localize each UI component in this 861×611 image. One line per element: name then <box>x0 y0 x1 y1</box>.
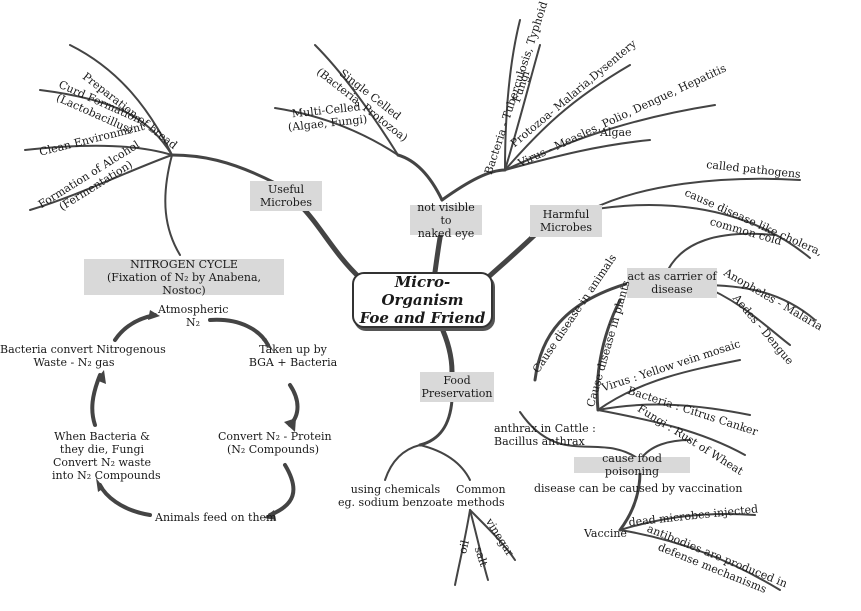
food-label-2: Preservation <box>421 387 493 400</box>
atm-line2: N₂ <box>185 316 201 329</box>
protein-line2: (N₂ Compounds) <box>226 443 320 456</box>
useful-label-2: Microbes <box>259 196 313 209</box>
food-poisoning-box: cause food poisoning <box>574 452 690 478</box>
nitrogenous-waste-node: Bacteria convert Nitrogenous Waste - N₂ … <box>0 343 166 369</box>
bacteria-die-node: When Bacteria & they die, Fungi Convert … <box>52 430 161 482</box>
convert-protein-node: Convert N₂ - Protein (N₂ Compounds) <box>218 430 332 456</box>
useful-label-1: Useful <box>267 183 305 196</box>
atmospheric-n2: Atmospheric N₂ <box>158 303 228 329</box>
harmful-microbes-box: Harmful Microbes <box>530 205 602 237</box>
food-preservation-box: Food Preservation <box>420 372 494 402</box>
carrier-box: act as carrier of disease <box>627 268 717 298</box>
common-line1: Common <box>456 483 506 496</box>
arrow-head <box>284 418 296 432</box>
not-visible-box: not visible to naked eye <box>410 201 482 240</box>
nitrogen-label-2: (Fixation of N₂ by Anabena, Nostoc) <box>106 270 262 297</box>
chemicals-line2: eg. sodium benzoate <box>338 496 453 509</box>
arrow-head <box>264 510 276 520</box>
algae-label: Algae <box>600 126 632 139</box>
taken-up-node: Taken up by BGA + Bacteria <box>248 343 338 369</box>
harmful-label-2: Microbes <box>539 221 593 234</box>
arrow-head <box>262 338 274 352</box>
die-line1: When Bacteria & <box>54 430 150 443</box>
die-line3: Convert N₂ waste <box>52 456 152 469</box>
arrow-head <box>96 370 106 384</box>
common-methods-label: Common methods <box>456 483 506 509</box>
die-line2: they die, Fungi <box>59 443 145 456</box>
atm-line1: Atmospheric <box>158 303 229 316</box>
nitrogen-label-1: NITROGEN CYCLE <box>130 257 238 271</box>
anthrax-line2: Bacillus anthrax <box>494 435 585 448</box>
not-visible-label-2: naked eye <box>417 226 475 240</box>
die-line4: into N₂ Compounds <box>52 469 161 482</box>
trunk-food <box>437 321 455 375</box>
carrier-label-1: act as carrier of <box>627 270 717 283</box>
central-topic: Micro-Organism Foe and Friend <box>352 272 493 328</box>
useful-microbes-box: Useful Microbes <box>250 181 322 211</box>
animals-feed-node: Animals feed on them <box>155 511 277 524</box>
nitrogen-cycle-box: NITROGEN CYCLE (Fixation of N₂ by Anaben… <box>84 257 284 297</box>
arrow-head <box>148 310 160 320</box>
central-title-line1: Micro-Organism <box>381 273 464 309</box>
carrier-label-2: disease <box>651 283 693 296</box>
vaccine-label: Vaccine <box>584 527 627 540</box>
food-label-1: Food <box>443 374 471 387</box>
not-visible-label-1: not visible to <box>417 200 475 227</box>
chemicals-label: using chemicals eg. sodium benzoate <box>338 483 453 509</box>
vaccination-label: disease can be caused by vaccination <box>534 482 743 495</box>
taken-line1: Taken up by <box>259 343 327 356</box>
central-title-line2: Foe and Friend <box>359 309 486 327</box>
protein-line1: Convert N₂ - Protein <box>218 430 332 443</box>
chemicals-line1: using chemicals <box>350 483 441 496</box>
food-poisoning-label: cause food poisoning <box>602 452 662 478</box>
arrow-head <box>96 478 104 492</box>
anthrax-line1: anthrax in Cattle : <box>494 422 596 435</box>
waste-line1: Bacteria convert Nitrogenous <box>0 343 166 356</box>
taken-line2: BGA + Bacteria <box>248 356 338 369</box>
anthrax-label: anthrax in Cattle : Bacillus anthrax <box>494 422 596 448</box>
trunk-useful <box>297 202 363 281</box>
common-line2: methods <box>456 496 505 509</box>
harmful-label-1: Harmful <box>542 208 590 221</box>
waste-line2: Waste - N₂ gas <box>33 356 115 369</box>
